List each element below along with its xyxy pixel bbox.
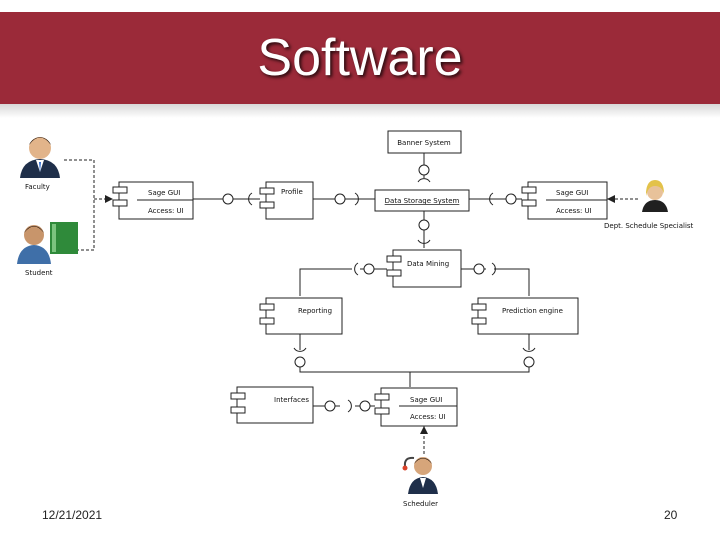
- specialist-avatar-icon: [642, 180, 668, 212]
- data-storage-label: Data Storage System: [385, 197, 460, 205]
- sage-gui-right-component: Sage GUI Access: UI: [521, 181, 608, 220]
- prediction-engine-component: Prediction engine: [471, 297, 579, 335]
- uml-component-diagram: Banner System Sage GUI Access: UI Profil…: [17, 130, 694, 508]
- banner-system-component: Banner System: [387, 130, 462, 154]
- interfaces-component: Interfaces: [230, 386, 314, 424]
- slide-title: Software: [257, 29, 463, 87]
- sage-gui-bottom-label: Sage GUI: [410, 396, 442, 404]
- data-mining-component: Data Mining: [386, 249, 462, 288]
- sage-gui-bottom-sub: Access: UI: [410, 413, 446, 421]
- sage-gui-right-sub: Access: UI: [556, 207, 592, 215]
- interfaces-label: Interfaces: [274, 396, 309, 404]
- sage-gui-left-component: Sage GUI Access: UI: [112, 181, 194, 220]
- profile-label: Profile: [281, 188, 303, 196]
- sage-gui-bottom-component: Sage GUI Access: UI: [374, 387, 458, 427]
- footer-page-number: 20: [664, 508, 678, 522]
- scheduler-label: Scheduler: [403, 500, 438, 508]
- data-storage-component: Data Storage System: [374, 189, 470, 212]
- sage-gui-left-sub: Access: UI: [148, 207, 184, 215]
- footer-date: 12/21/2021: [42, 508, 103, 522]
- reporting-component: Reporting: [259, 297, 343, 335]
- student-avatar-icon: [17, 222, 78, 264]
- prediction-engine-label: Prediction engine: [502, 307, 563, 315]
- banner-system-label: Banner System: [397, 139, 451, 147]
- profile-component: Profile: [259, 181, 314, 220]
- data-mining-label: Data Mining: [407, 260, 449, 268]
- scheduler-avatar-icon: [402, 456, 438, 494]
- student-label: Student: [25, 269, 53, 277]
- reporting-label: Reporting: [298, 307, 332, 315]
- sage-gui-left-label: Sage GUI: [148, 189, 180, 197]
- specialist-label: Dept. Schedule Specialist: [604, 222, 694, 230]
- sage-gui-right-label: Sage GUI: [556, 189, 588, 197]
- title-bar: [0, 12, 720, 104]
- arrowheads: [105, 195, 615, 434]
- faculty-label: Faculty: [25, 183, 50, 191]
- faculty-avatar-icon: [20, 137, 60, 178]
- interface-symbols: [222, 164, 536, 413]
- title-separator: [0, 104, 720, 118]
